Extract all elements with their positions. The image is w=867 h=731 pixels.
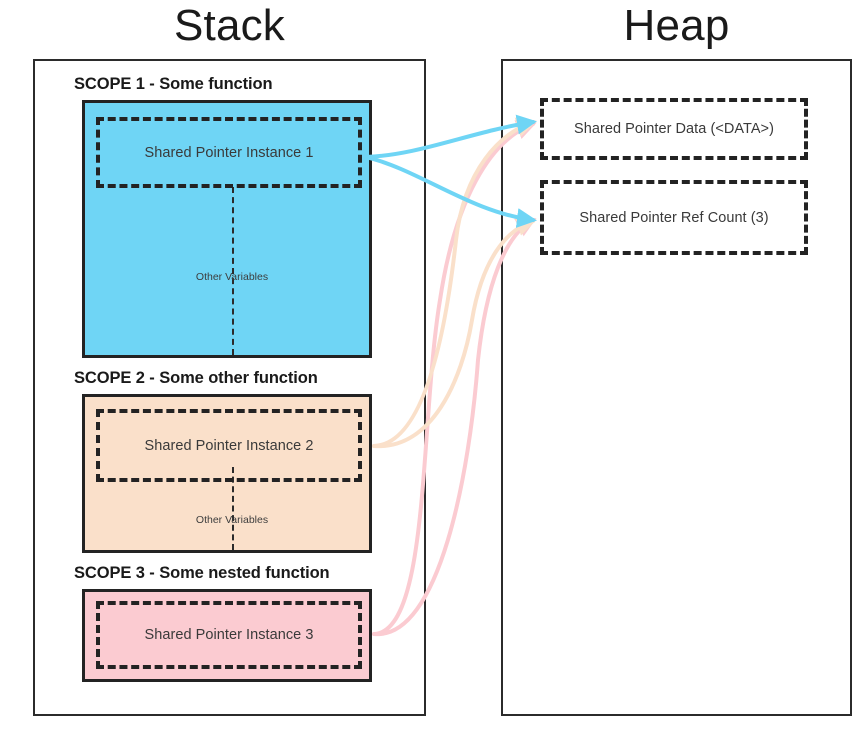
shared-pointer-instance-2-box: Shared Pointer Instance 2 (96, 409, 362, 482)
scope-1-variables-divider (232, 187, 234, 355)
stack-column-title: Stack (173, 1, 286, 50)
scope-1-frame (82, 100, 372, 358)
heap-shared-pointer-data-label: Shared Pointer Data (<DATA>) (574, 121, 774, 137)
heap-ref-count-box: Shared Pointer Ref Count (3) (540, 180, 808, 255)
shared-pointer-instance-2-label: Shared Pointer Instance 2 (144, 437, 314, 454)
scope-2-variables-divider (232, 467, 234, 550)
shared-pointer-instance-1-label: Shared Pointer Instance 1 (144, 144, 314, 161)
heap-shared-pointer-data-box: Shared Pointer Data (<DATA>) (540, 98, 808, 160)
heap-region (501, 59, 852, 716)
shared-pointer-instance-3-label: Shared Pointer Instance 3 (144, 627, 314, 643)
scope-2-frame (82, 394, 372, 553)
scope-1-other-variables-label: Other Variables (195, 271, 269, 283)
scope-2-other-variables-label: Other Variables (195, 514, 269, 526)
scope-2-label: SCOPE 2 - Some other function (74, 369, 318, 387)
heap-ref-count-label: Shared Pointer Ref Count (3) (579, 209, 769, 226)
heap-column-title: Heap (623, 1, 730, 50)
scope-3-label: SCOPE 3 - Some nested function (74, 564, 330, 582)
scope-1-label: SCOPE 1 - Some function (74, 75, 273, 93)
shared-pointer-instance-3-box: Shared Pointer Instance 3 (96, 601, 362, 669)
shared-pointer-instance-1-box: Shared Pointer Instance 1 (96, 117, 362, 188)
